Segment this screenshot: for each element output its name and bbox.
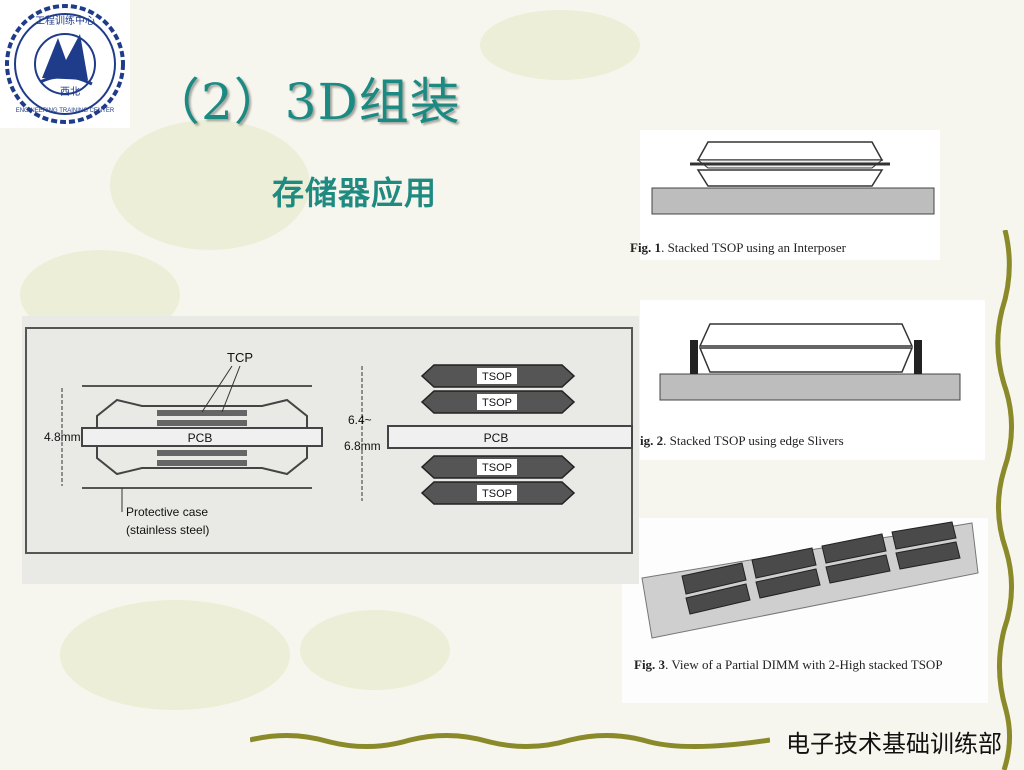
case-label-2: (stainless steel)	[126, 523, 209, 537]
tsop-label: TSOP	[482, 397, 512, 409]
figure-2-diagram	[659, 323, 961, 401]
vine-right	[995, 230, 1014, 770]
figure-2-panel: ig. 2. Stacked TSOP using edge Slivers	[640, 300, 985, 460]
tsop-label: TSOP	[482, 462, 512, 474]
left-pcb-label: PCB	[188, 431, 213, 445]
tsop-label: TSOP	[482, 488, 512, 500]
logo-center-text: 西北	[60, 86, 80, 98]
case-label-1: Protective case	[126, 505, 208, 519]
background-leaf	[110, 120, 310, 250]
figure-3-caption: Fig. 3. View of a Partial DIMM with 2-Hi…	[634, 657, 943, 672]
right-height-label-1: 6.4~	[348, 413, 372, 427]
logo-ring-bottom: ENGINEERING TRAINING CENTER	[16, 108, 115, 114]
slide-title: （2）3D组装	[150, 73, 461, 131]
background-leaf	[300, 610, 450, 690]
background-leaf	[480, 10, 640, 80]
right-pcb-label: PCB	[484, 431, 509, 445]
footer-department: 电子技术基础训练部	[786, 730, 1002, 758]
slide-subtitle: 存储器应用	[272, 174, 438, 212]
figure-2-caption: ig. 2. Stacked TSOP using edge Slivers	[640, 433, 844, 448]
background-leaf	[60, 600, 290, 710]
memory-stack-diagram: PCB TCP 4.8mm Protective case (stainless…	[22, 316, 639, 584]
figure-1-caption: Fig. 1. Stacked TSOP using an Interposer	[630, 240, 846, 255]
figure-1-panel: Fig. 1. Stacked TSOP using an Interposer	[630, 130, 940, 260]
figure-1-diagram	[651, 141, 935, 215]
tcp-label: TCP	[227, 350, 253, 365]
tsop-label: TSOP	[482, 371, 512, 383]
left-height-label: 4.8mm	[44, 430, 81, 444]
figure-3-photo	[641, 521, 979, 639]
figure-3-panel: Fig. 3. View of a Partial DIMM with 2-Hi…	[622, 518, 988, 703]
logo: 工程训练中心 ENGINEERING TRAINING CENTER 西北	[0, 0, 130, 128]
logo-ring-top: 工程训练中心	[35, 14, 95, 27]
vine-bottom	[250, 733, 770, 750]
right-height-label-2: 6.8mm	[344, 439, 381, 453]
